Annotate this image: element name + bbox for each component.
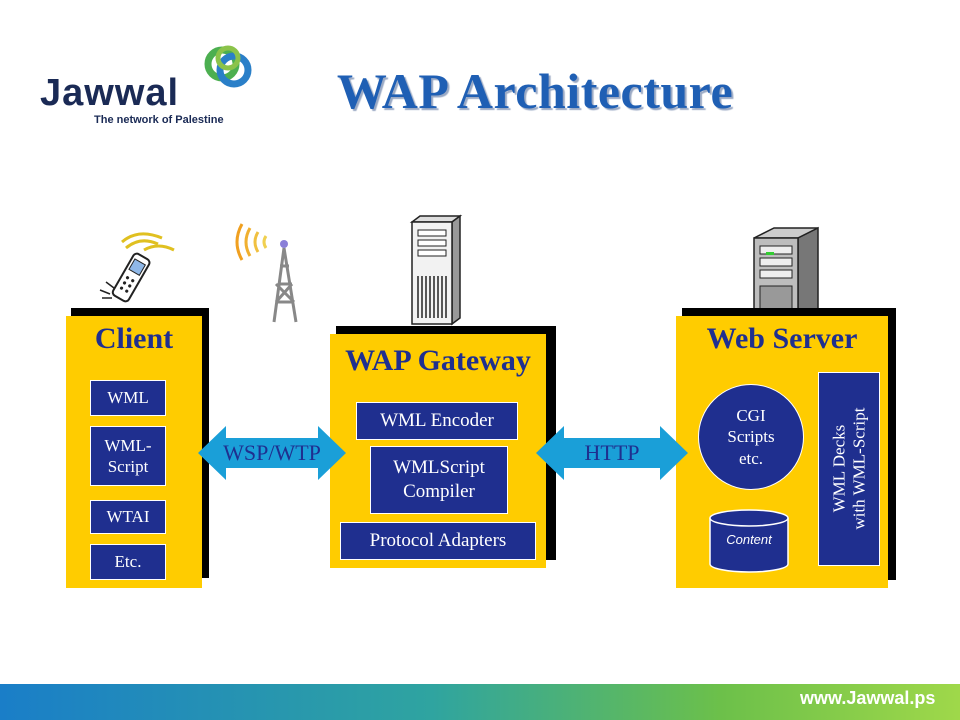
http-label: HTTP (584, 440, 640, 465)
footer-url: www.Jawwal.ps (800, 688, 936, 708)
footer-bar (0, 684, 960, 720)
gateway-item-compiler: WMLScript Compiler (370, 446, 508, 514)
client-item-wml: WML (90, 380, 166, 416)
server-content-label: Content (726, 532, 772, 547)
database-cylinder-icon (709, 509, 789, 573)
logo-tagline: The network of Palestine (94, 114, 224, 126)
mobile-phone-icon (99, 232, 175, 303)
wsp-wtp-label: WSP/WTP (223, 440, 321, 465)
server-decks-box: WML Decks with WML-Script (818, 372, 880, 566)
client-item-etc: Etc. (90, 544, 166, 580)
page-title: WAP Architecture (336, 63, 734, 119)
gateway-item-adapters: Protocol Adapters (340, 522, 536, 560)
server-cgi-circle: CGI Scripts etc. (698, 384, 804, 490)
gateway-item-encoder: WML Encoder (356, 402, 518, 440)
wsp-wtp-arrow (198, 426, 346, 480)
logo-brand: Jawwal (40, 72, 180, 114)
gateway-title: WAP Gateway (345, 344, 531, 377)
gateway-server-icon (409, 214, 463, 326)
radio-tower-icon (235, 223, 298, 323)
web-server-icon (753, 226, 819, 320)
client-item-wtai: WTAI (90, 500, 166, 534)
http-arrow (536, 426, 688, 480)
client-item-wmlscript: WML- Script (90, 426, 166, 486)
client-title: Client (94, 322, 174, 355)
logo-rings-icon (204, 45, 252, 88)
server-title: Web Server (706, 322, 858, 355)
server-decks-label: WML Decks with WML-Script (829, 408, 869, 530)
